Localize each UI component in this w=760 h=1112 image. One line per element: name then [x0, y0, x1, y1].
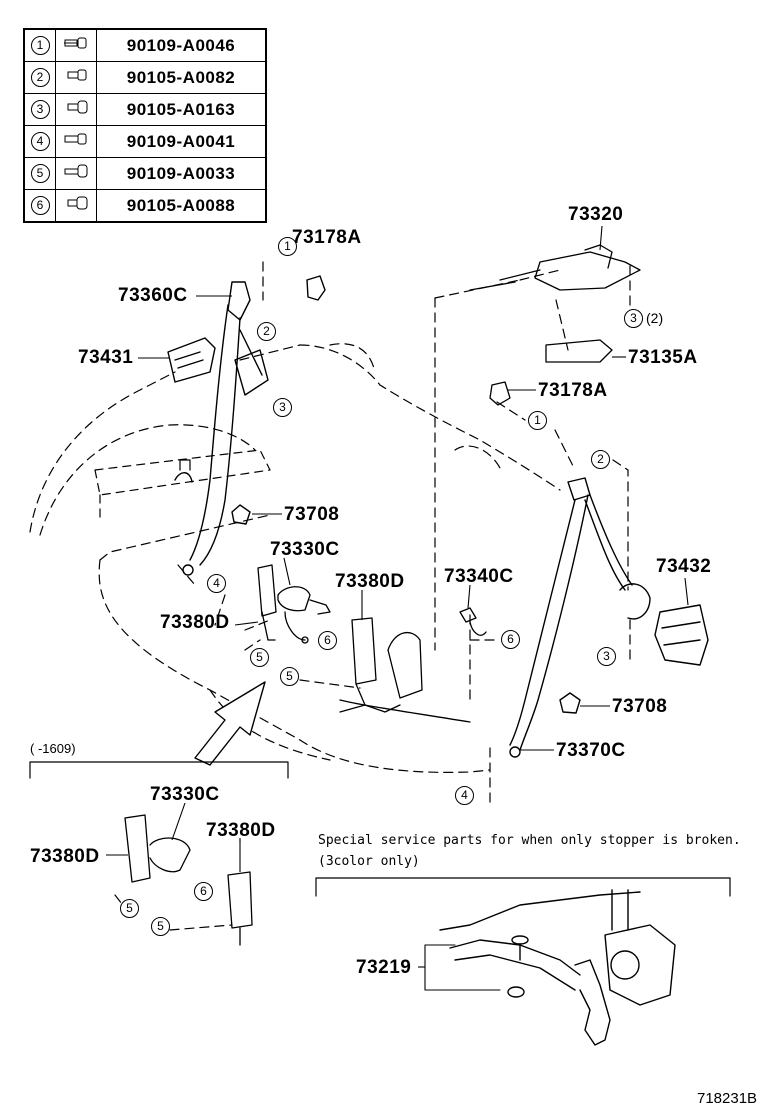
bolt-icon	[62, 196, 90, 215]
grommet-73708-right	[559, 692, 581, 714]
bolt-icon	[62, 164, 90, 183]
callout-4: 4	[207, 574, 226, 593]
part-label-73431: 73431	[78, 347, 134, 368]
callout-4: 4	[455, 786, 474, 805]
part-label-73178a: 73178A	[538, 380, 608, 401]
ref-number: 6	[30, 196, 50, 215]
left-belt-assembly	[174, 281, 269, 576]
table-row: 1 90109-A0046	[23, 28, 267, 62]
buckle-73380d-left	[257, 564, 277, 641]
part-label-73708: 73708	[612, 696, 668, 717]
figure-code: 718231B	[697, 1090, 758, 1107]
part-label-73380d: 73380D	[160, 612, 230, 633]
trim-73431	[167, 337, 216, 383]
callout-2: 2	[257, 322, 276, 341]
ref-number: 2	[30, 68, 50, 87]
part-label-73432: 73432	[656, 556, 712, 577]
part-label-73135a: 73135A	[628, 347, 698, 368]
callout-3: 3	[624, 309, 643, 328]
callout-1: 1	[278, 237, 297, 256]
special-note-line2: (3color only)	[318, 854, 420, 869]
part-label-73219: 73219	[356, 957, 412, 978]
table-row: 5 90109-A0033	[23, 157, 267, 190]
bolt-icon	[62, 69, 90, 87]
bolt-icon	[62, 100, 90, 119]
part-label-73320: 73320	[568, 204, 624, 225]
ref-number: 5	[30, 164, 50, 183]
table-row: 2 90105-A0082	[23, 61, 267, 94]
table-row: 6 90105-A0088	[23, 189, 267, 223]
part-label-73178a: 73178A	[292, 227, 362, 248]
part-label-73340c: 73340C	[444, 566, 514, 587]
buckle-73330c	[277, 586, 331, 644]
view-arrow	[194, 681, 266, 766]
special-bracket	[315, 877, 731, 897]
bolt-icon	[62, 37, 90, 55]
fastener-table: 1 90109-A0046 2 90105-A0082 3 90105-A016…	[23, 28, 267, 223]
part-number: 90105-A0163	[96, 93, 267, 126]
part-label-73330c: 73330C	[150, 784, 220, 805]
callout-5: 5	[280, 667, 299, 686]
inset-buckles	[124, 814, 253, 946]
inset-bracket	[29, 761, 289, 779]
ref-number: 4	[30, 132, 50, 151]
callout-5: 5	[151, 917, 170, 936]
part-label-73380d: 73380D	[206, 820, 276, 841]
part-label-73370c: 73370C	[556, 740, 626, 761]
callout-3: 3	[273, 398, 292, 417]
trim-73135a	[545, 339, 613, 363]
cover-73432	[619, 583, 709, 666]
callout-6: 6	[194, 882, 213, 901]
stopper-detail	[439, 889, 676, 1046]
special-note-line1: Special service parts for when only stop…	[318, 833, 741, 848]
callout-6: 6	[318, 631, 337, 650]
part-number: 90105-A0082	[96, 61, 267, 94]
callout-1: 1	[528, 411, 547, 430]
callout-2: 2	[591, 450, 610, 469]
cover-73178a-top	[306, 275, 326, 301]
part-label-73708: 73708	[284, 504, 340, 525]
table-row: 4 90109-A0041	[23, 125, 267, 158]
cover-73178a-right	[489, 381, 511, 406]
inset-period: ( -1609)	[30, 741, 76, 756]
part-number: 90109-A0041	[96, 125, 267, 158]
callout-3: 3	[597, 647, 616, 666]
buckle-73380d-center	[339, 617, 471, 723]
grommet-73708-left	[231, 504, 251, 525]
retractor-73320	[469, 244, 641, 291]
part-label-73380d: 73380D	[30, 846, 100, 867]
callout-5: 5	[120, 899, 139, 918]
callout-6: 6	[501, 630, 520, 649]
callout-quantity: (2)	[646, 310, 664, 326]
part-label-73330c: 73330C	[270, 539, 340, 560]
anchor-73340c	[459, 607, 487, 636]
part-label-73380d: 73380D	[335, 571, 405, 592]
floor-tray	[94, 449, 271, 521]
ref-number: 1	[30, 36, 50, 55]
callout-5: 5	[250, 648, 269, 667]
part-label-73360c: 73360C	[118, 285, 188, 306]
bolt-icon	[62, 133, 90, 151]
part-number: 90105-A0088	[96, 189, 267, 223]
part-number: 90109-A0046	[96, 28, 267, 62]
part-number: 90109-A0033	[96, 157, 267, 190]
body-outline	[29, 261, 631, 931]
right-belt-assembly	[509, 477, 633, 758]
ref-number: 3	[30, 100, 50, 119]
